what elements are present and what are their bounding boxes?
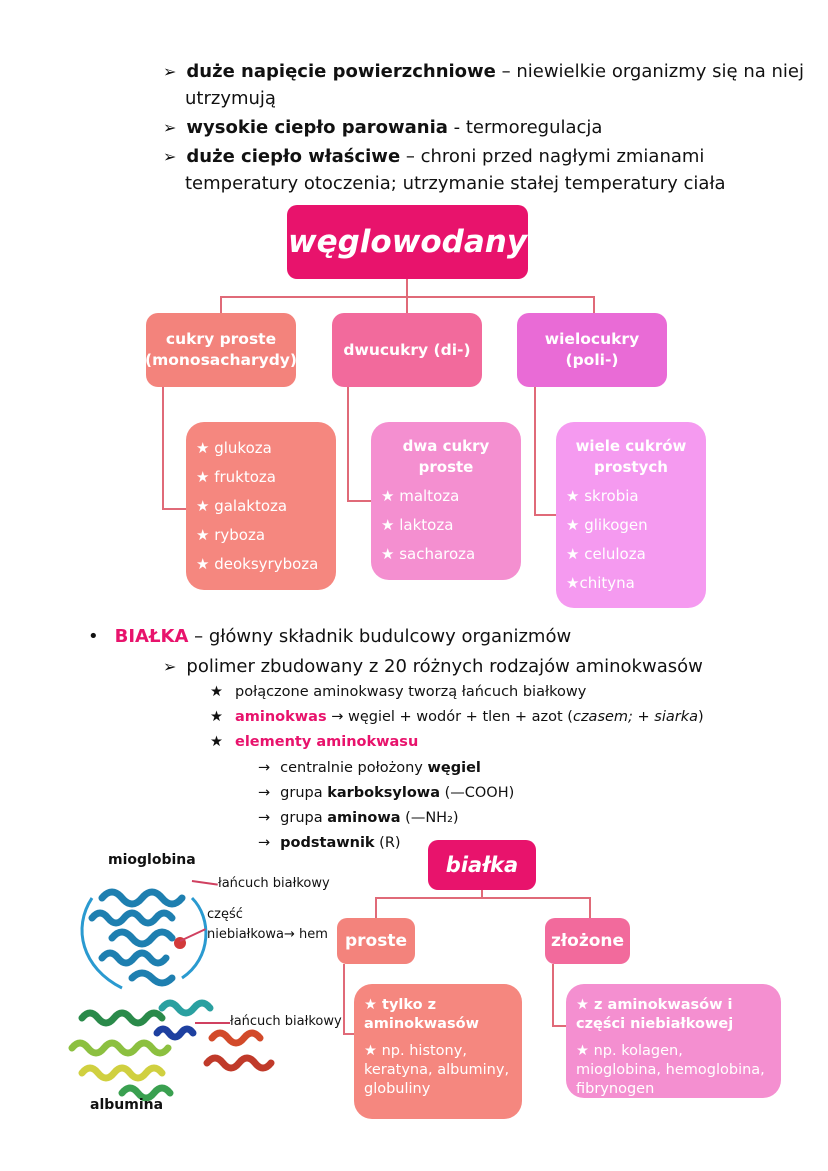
myoglobin-loops <box>80 896 208 990</box>
connector <box>347 387 349 501</box>
polysaccharide-card: wiele cukrów prostych ★ skrobia ★ glikog… <box>556 422 706 608</box>
myoglobin-ribbon <box>88 888 186 987</box>
myoglobin-label: mioglobina <box>108 852 196 868</box>
arrow-bullet-icon: ➢ <box>163 118 177 137</box>
connector <box>375 897 590 899</box>
list-item: ★ galaktoza <box>196 497 288 515</box>
card-heading: wiele cukrów prostych <box>575 437 687 476</box>
arrow-right-icon: → <box>258 835 271 851</box>
list-item: ➢duże ciepło właściwe – chroni przed nag… <box>163 146 705 167</box>
list-item: ★ skrobia <box>566 487 639 505</box>
element-item: →centralnie położony węgiel <box>258 760 481 776</box>
arrow-bullet-icon: ➢ <box>163 147 177 166</box>
nonprotein-label-2: niebiałkowa→ hem <box>207 927 328 942</box>
complex-proteins-card: ★ z aminokwasów i części niebiałkowej ★ … <box>566 984 781 1098</box>
list-item: ★ ryboza <box>196 526 266 544</box>
albumin-label: albumina <box>90 1097 164 1113</box>
connector <box>481 890 483 898</box>
list-item: ➢wysokie ciepło parowania - termoregulac… <box>163 117 603 138</box>
arrow-right-icon: → <box>258 810 271 826</box>
connector <box>534 387 536 515</box>
connector <box>162 387 164 509</box>
proteins-heading: •BIAŁKA – główny składnik budulcowy orga… <box>88 626 572 647</box>
arrow-bullet-icon: ➢ <box>163 657 177 676</box>
simple-proteins-card: ★ tylko z aminokwasów ★ np. histony, ker… <box>354 984 522 1119</box>
disaccharide-card: dwa cukry proste ★ maltoza ★ laktoza ★ s… <box>371 422 521 580</box>
connector <box>343 964 345 1034</box>
list-item: ★ sacharoza <box>381 545 476 563</box>
list-item: ➢polimer zbudowany z 20 różnych rodzajów… <box>163 656 703 677</box>
arrow-right-icon: → <box>258 760 271 776</box>
connector <box>220 296 222 314</box>
bullet-icon: • <box>88 626 99 647</box>
pointer-line <box>195 1022 230 1024</box>
monosaccharide-card: ★ glukoza ★ fruktoza ★ galaktoza ★ ryboz… <box>186 422 336 590</box>
card-heading: dwa cukry proste <box>402 437 490 476</box>
star-item: ★połączone aminokwasy tworzą łańcuch bia… <box>210 684 587 700</box>
star-icon: ★ <box>210 734 223 750</box>
albumin-ribbon <box>68 999 275 1102</box>
connector <box>375 897 377 919</box>
list-item-continuation: temperatury otoczenia; utrzymanie stałej… <box>185 173 726 194</box>
complex-proteins: złożone <box>545 918 630 964</box>
list-item: ★ np. kolagen, mioglobina, hemoglobina, … <box>576 1043 765 1097</box>
list-item-continuation: utrzymują <box>185 88 276 109</box>
connector <box>552 1025 566 1027</box>
connector <box>406 279 408 297</box>
nonprotein-label-1: część <box>207 907 243 922</box>
connector <box>347 500 372 502</box>
list-item: ★ deoksyryboza <box>196 555 319 573</box>
connector <box>552 964 554 1026</box>
arrow-right-icon: → <box>258 785 271 801</box>
category-monosaccharides: cukry proste (monosacharydy) <box>145 313 297 387</box>
star-item: ★aminokwas → węgiel + wodór + tlen + azo… <box>210 709 704 725</box>
connector <box>406 296 408 314</box>
simple-proteins: proste <box>337 918 415 964</box>
list-item: ★ np. histony, keratyna, albuminy, globu… <box>364 1043 510 1097</box>
category-disaccharides: dwucukry (di-) <box>332 313 482 387</box>
list-item: ★ celuloza <box>566 545 646 563</box>
connector <box>534 514 556 516</box>
chain-label-2: łańcuch białkowy <box>230 1014 342 1029</box>
protein-ribbon-illustration <box>68 888 275 1102</box>
star-item: ★elementy aminokwasu <box>210 734 419 750</box>
list-item: ★ glikogen <box>566 516 648 534</box>
list-item: ★ z aminokwasów i części niebiałkowej <box>576 997 734 1032</box>
list-item: ★chityna <box>566 574 635 592</box>
list-item: ★ glukoza <box>196 439 272 457</box>
list-item: ➢duże napięcie powierzchniowe – niewielk… <box>163 61 804 82</box>
proteins-title: białka <box>428 840 536 890</box>
category-polysaccharides: wielocukry (poli-) <box>517 313 667 387</box>
chain-label-1: łańcuch białkowy <box>218 876 330 891</box>
star-icon: ★ <box>210 684 223 700</box>
list-item: ★ maltoza <box>381 487 460 505</box>
connector <box>343 1033 355 1035</box>
list-item: ★ laktoza <box>381 516 454 534</box>
connector <box>593 296 595 314</box>
connector <box>162 508 187 510</box>
list-item: ★ tylko z aminokwasów <box>364 997 479 1032</box>
star-icon: ★ <box>210 709 223 725</box>
element-item: →grupa karboksylowa (—COOH) <box>258 785 515 801</box>
element-item: →podstawnik (R) <box>258 835 401 851</box>
element-item: →grupa aminowa (—NH₂) <box>258 810 459 826</box>
carbs-title: węglowodany <box>287 205 528 279</box>
arrow-bullet-icon: ➢ <box>163 62 177 81</box>
list-item: ★ fruktoza <box>196 468 276 486</box>
connector <box>589 897 591 919</box>
